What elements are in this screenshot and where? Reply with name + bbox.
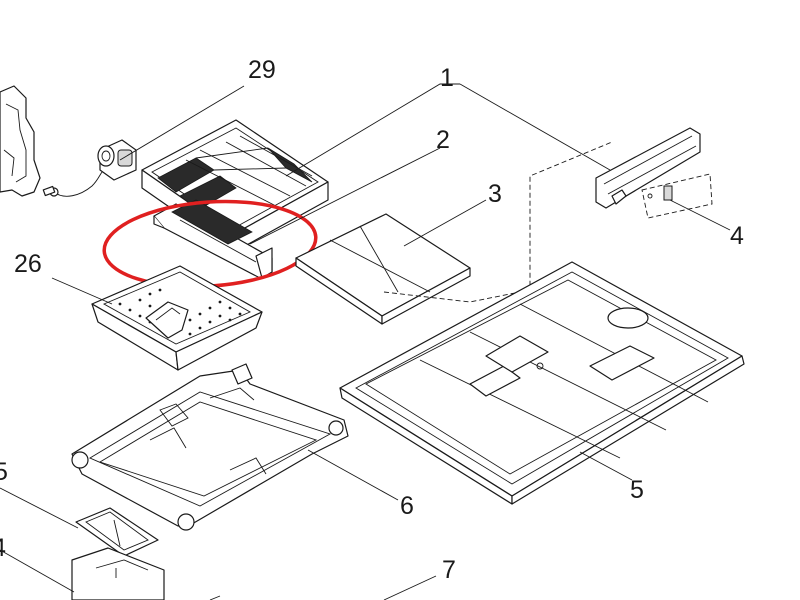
part-left-container [71,547,165,600]
callout-left-4: 4 [0,534,6,562]
leader-lines [0,83,731,600]
part-6-base-frame [71,363,349,531]
part-4-bracket [595,127,713,219]
callout-29: 29 [248,56,276,84]
callout-26: 26 [14,250,42,278]
part-26-tray [91,265,263,371]
part-5-cover [339,261,745,505]
callout-7: 7 [442,556,456,584]
callout-6: 6 [400,492,414,520]
part-29-pump [42,139,137,197]
callout-left-5: 5 [0,458,8,486]
callout-1: 1 [440,64,454,92]
callout-5: 5 [630,476,644,504]
part-2-filter-insert [153,199,273,279]
part-3-filter-pad [295,213,471,325]
callout-2: 2 [436,126,450,154]
part-left-gasket [75,507,159,557]
part-left-frame [0,85,41,197]
callout-4: 4 [730,222,744,250]
callout-3: 3 [488,180,502,208]
